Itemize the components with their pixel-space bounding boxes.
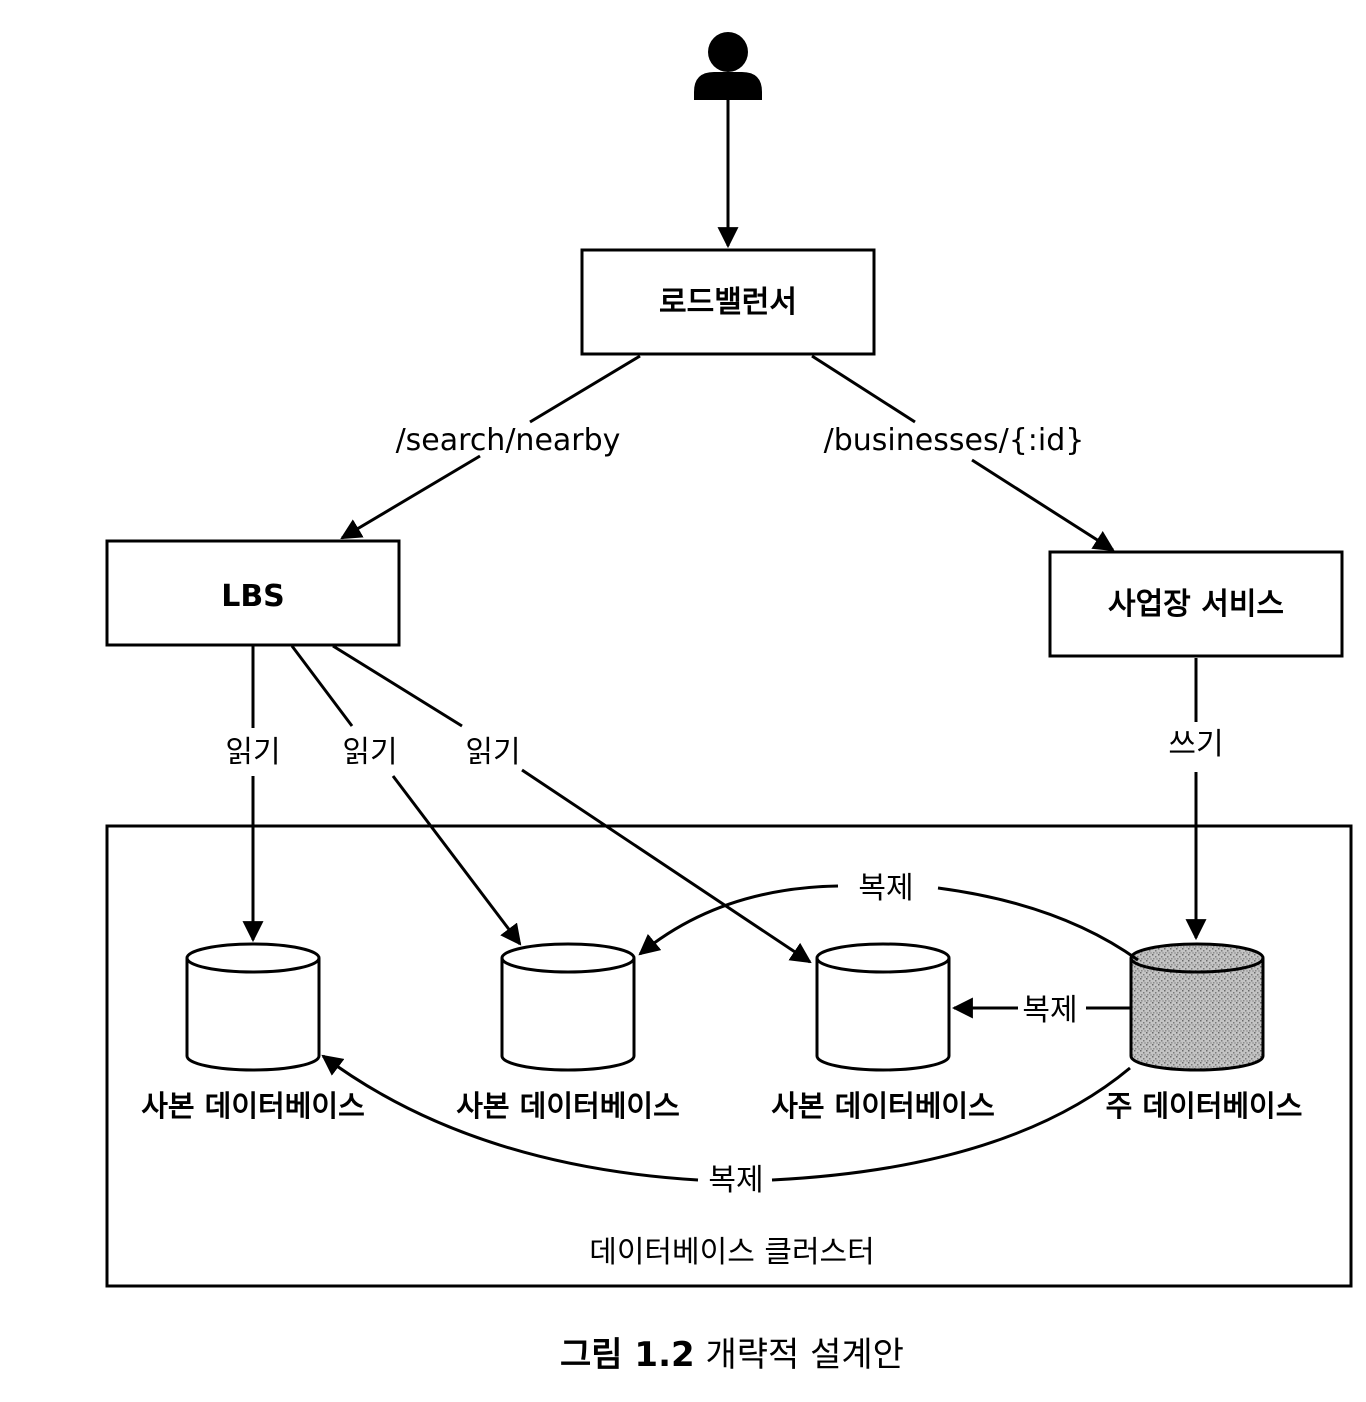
replicate-3-edge-right xyxy=(771,1066,1131,1182)
read-2-edge-bottom xyxy=(391,775,522,946)
search-edge-top xyxy=(529,354,641,424)
primary-db-icon xyxy=(1129,942,1265,1072)
figure-caption-spacer xyxy=(695,1335,706,1375)
business-service-node: 사업장 서비스 xyxy=(1048,550,1344,658)
read-1-label: 읽기 xyxy=(225,735,280,770)
search-nearby-label: /search/nearby xyxy=(396,423,621,458)
businesses-id-label: /businesses/{:id} xyxy=(824,423,1085,458)
load-balancer-label: 로드밸런서 xyxy=(659,285,797,320)
replica-db-1-label: 사본 데이터베이스 xyxy=(141,1089,365,1123)
replica-db-1-icon xyxy=(185,942,321,1072)
search-edge-bottom xyxy=(340,454,481,540)
replica-db-2-label: 사본 데이터베이스 xyxy=(456,1089,680,1123)
replica-db-3-label: 사본 데이터베이스 xyxy=(771,1089,995,1123)
load-balancer-node: 로드밸런서 xyxy=(580,248,876,356)
replicate-3-label: 복제 xyxy=(708,1163,763,1198)
read-2-label: 읽기 xyxy=(342,735,397,770)
replica-db-3-icon xyxy=(815,942,951,1072)
figure-number: 그림 1.2 xyxy=(560,1335,695,1375)
figure-caption: 그림 1.2 개략적 설계안 xyxy=(560,1335,904,1375)
lbs-label: LBS xyxy=(221,579,285,614)
businesses-edge-bottom xyxy=(971,458,1115,552)
replicate-2-label: 복제 xyxy=(1022,993,1077,1028)
read-3-label: 읽기 xyxy=(465,735,520,770)
lbs-node: LBS xyxy=(105,539,401,647)
write-label: 쓰기 xyxy=(1168,727,1223,762)
read-3-edge-top xyxy=(332,644,463,728)
database-cluster-label: 데이터베이스 클러스터 xyxy=(589,1235,875,1270)
replicate-1-label: 복제 xyxy=(858,871,913,906)
primary-db-label: 주 데이터베이스 xyxy=(1106,1089,1303,1123)
figure-title: 개략적 설계안 xyxy=(705,1335,904,1375)
replica-db-2-icon xyxy=(500,942,636,1072)
business-service-label: 사업장 서비스 xyxy=(1108,587,1284,622)
read-2-edge-top xyxy=(290,645,354,727)
businesses-edge-top xyxy=(811,354,916,424)
user-icon xyxy=(694,32,762,100)
replicate-1-edge-left xyxy=(638,884,839,956)
read-3-edge-bottom xyxy=(521,768,812,964)
replicate-1-edge-right xyxy=(937,886,1139,962)
replicate-3-edge-left xyxy=(321,1054,699,1182)
